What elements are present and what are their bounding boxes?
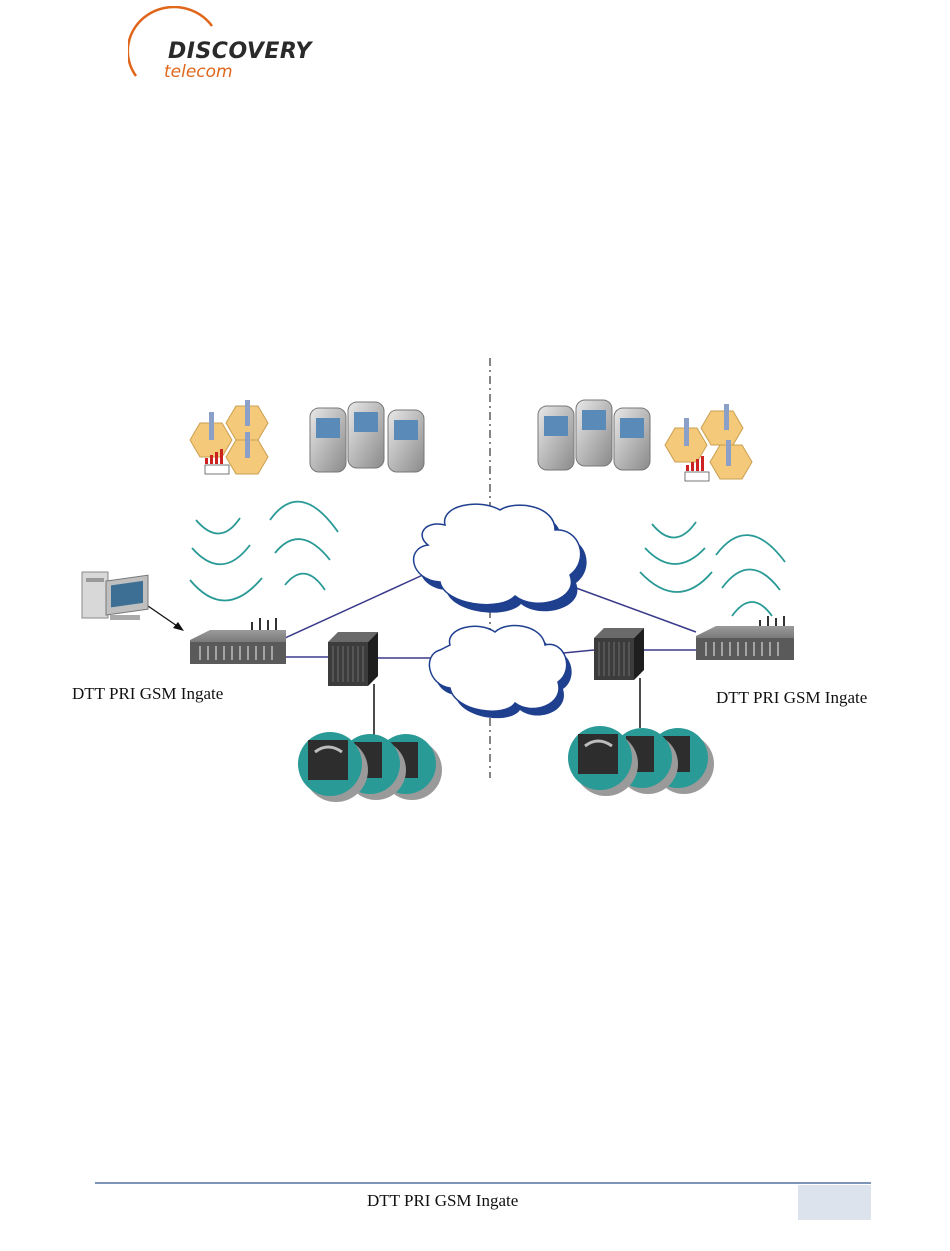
pbx-right-icon [594,628,644,680]
right-gateway-label: DTT PRI GSM Ingate [716,688,867,708]
cloud-bottom [429,626,571,719]
pbx-left-icon [328,632,378,686]
cloud-top [414,504,587,613]
desk-phones-left-icon [298,732,442,802]
radio-waves-right-icon [640,522,785,616]
footer-divider [95,1182,871,1184]
footer-title: DTT PRI GSM Ingate [367,1191,518,1211]
gsm-cells-right-icon [665,404,752,481]
computer-icon [82,572,148,620]
desk-phones-right-icon [568,726,714,796]
gateway-left-icon [190,618,286,664]
left-gateway-label: DTT PRI GSM Ingate [72,684,223,704]
gsm-cells-left-icon [190,400,268,474]
radio-waves-left-icon [190,502,338,601]
mobile-phones-left-icon [310,402,424,472]
mobile-phones-right-icon [538,400,650,470]
computer-arrow [148,606,180,628]
page-number-box [798,1185,871,1220]
gateway-right-icon [696,616,794,660]
computer-arrow-head [173,622,184,631]
